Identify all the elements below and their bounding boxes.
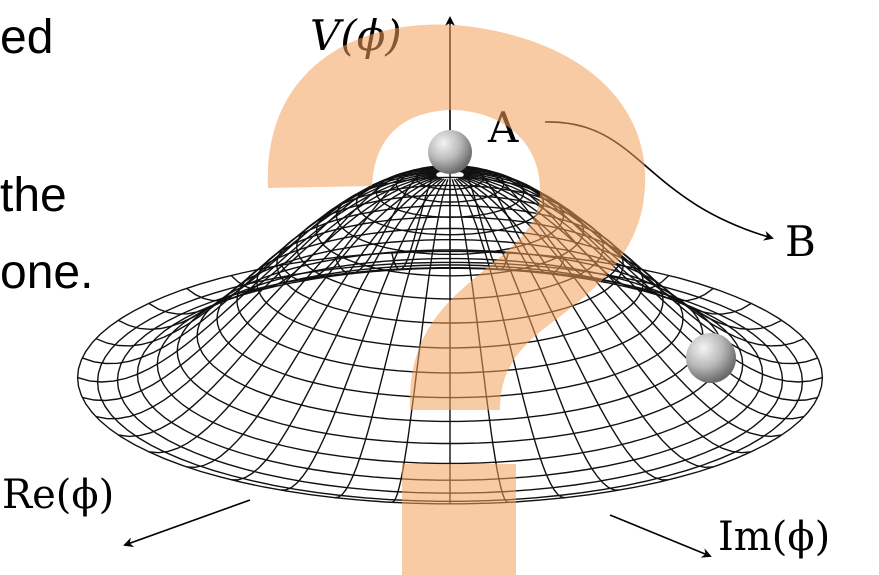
potential-surface-mesh <box>76 164 824 505</box>
slide-text-line: one. <box>0 246 94 299</box>
mesh-ring-line <box>335 176 565 256</box>
imaginary-axis-label: Im(ϕ) <box>718 514 830 560</box>
ball-in-trough <box>686 333 736 383</box>
mesh-radial-line <box>186 169 441 302</box>
mesh-ring-line <box>375 166 525 218</box>
point-b-label: B <box>785 217 816 266</box>
mesh-radial-line <box>95 175 437 420</box>
mesh-radial-line <box>118 176 438 438</box>
mesh-radial-line <box>117 171 438 331</box>
question-mark-hook <box>267 24 646 410</box>
slide-text-line: the <box>0 169 67 222</box>
imaginary-axis-arrow <box>609 514 712 558</box>
question-mark-icon <box>267 24 646 575</box>
mesh-radial-line <box>186 177 441 469</box>
slide-text-line: ed <box>0 11 54 64</box>
question-mark-dot <box>402 464 516 575</box>
real-axis-label: Re(ϕ) <box>2 472 114 518</box>
mesh-ring-line <box>136 267 764 481</box>
mesh-ring-line <box>76 250 824 505</box>
ball-at-peak <box>428 130 472 174</box>
mesh-ring-line <box>96 261 804 502</box>
real-axis-arrow <box>123 499 251 547</box>
mesh-ring-line <box>395 164 505 203</box>
mesh-ring-line <box>116 267 784 494</box>
